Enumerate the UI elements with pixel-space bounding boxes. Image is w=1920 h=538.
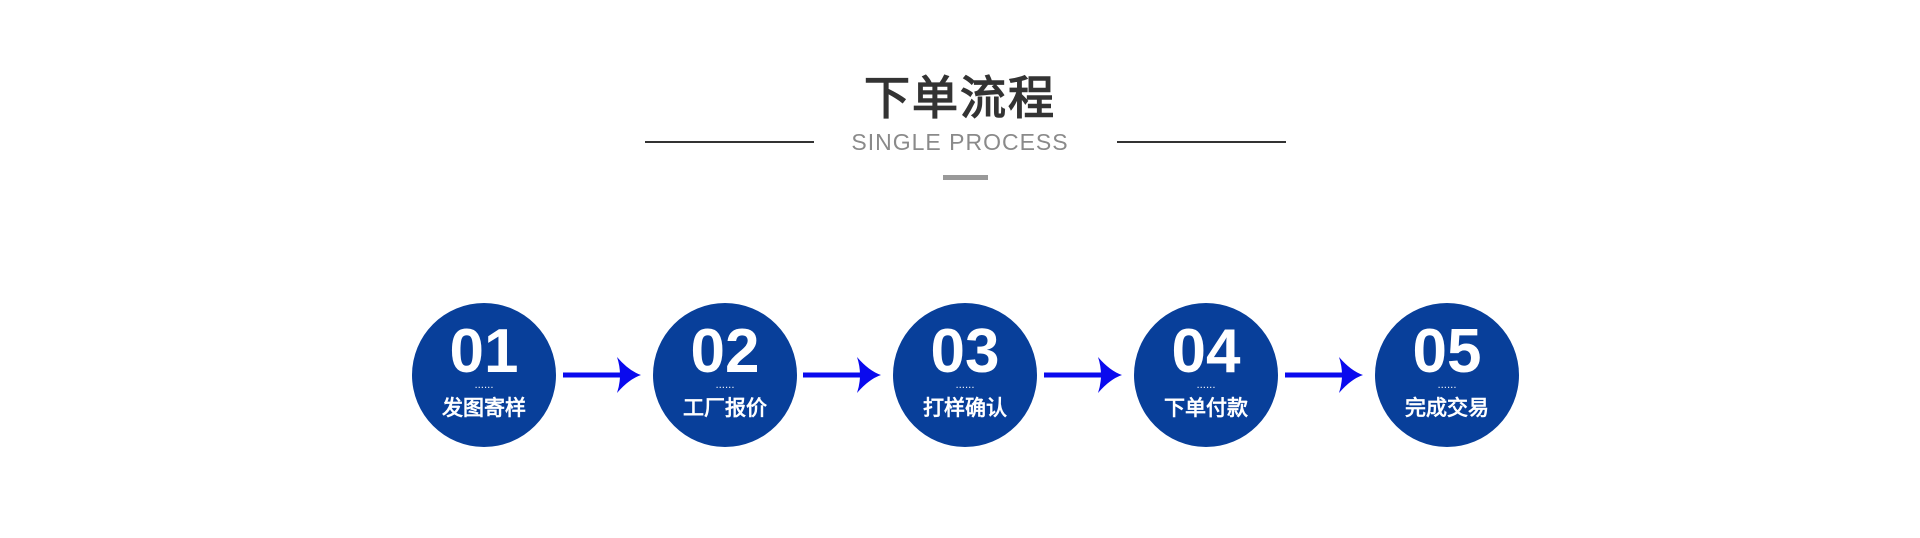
step-circle-3: 03 ...... 打样确认	[893, 303, 1037, 447]
page-subtitle: SINGLE PROCESS	[851, 129, 1069, 155]
step-dots: ......	[1196, 380, 1216, 391]
step-label: 工厂报价	[683, 396, 767, 420]
step-number: 01	[449, 317, 519, 386]
step-label: 打样确认	[923, 396, 1007, 420]
title-rule-right	[1117, 141, 1286, 143]
step-dots: ......	[955, 380, 975, 391]
right-arrow-icon	[1044, 357, 1122, 393]
step-label: 发图寄样	[442, 396, 526, 420]
step-label: 下单付款	[1164, 396, 1248, 420]
title-rule-left	[645, 141, 814, 143]
title-accent-bar	[943, 175, 988, 180]
step-dots: ......	[715, 380, 735, 391]
step-number: 02	[690, 317, 760, 386]
step-number: 04	[1171, 317, 1241, 386]
step-circle-2: 02 ...... 工厂报价	[653, 303, 797, 447]
right-arrow-icon	[1285, 357, 1363, 393]
step-number: 03	[930, 317, 1000, 386]
step-circle-1: 01 ...... 发图寄样	[412, 303, 556, 447]
right-arrow-icon	[563, 357, 641, 393]
step-dots: ......	[1437, 380, 1457, 391]
section-header: 下单流程 SINGLE PROCESS	[0, 0, 1920, 190]
step-dots: ......	[474, 380, 494, 391]
step-label: 完成交易	[1405, 396, 1489, 420]
right-arrow-icon	[803, 357, 881, 393]
step-number: 05	[1412, 317, 1482, 386]
step-circle-4: 04 ...... 下单付款	[1134, 303, 1278, 447]
step-circle-5: 05 ...... 完成交易	[1375, 303, 1519, 447]
page-title: 下单流程	[864, 71, 1056, 125]
